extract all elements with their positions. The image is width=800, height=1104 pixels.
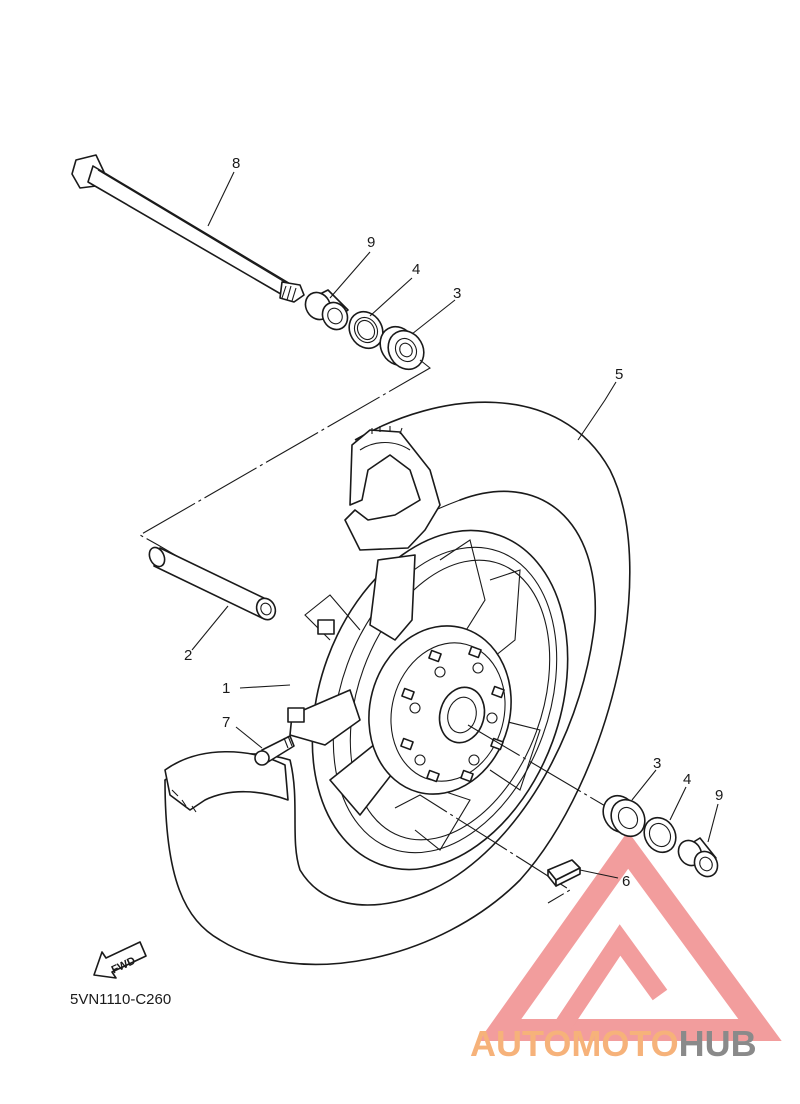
oil-seal-top bbox=[348, 310, 384, 350]
tire-valve bbox=[254, 735, 295, 766]
callout-1: 1 bbox=[222, 680, 230, 697]
callout-6: 6 bbox=[622, 873, 630, 890]
cast-wheel bbox=[287, 529, 569, 871]
callout-4-bottom: 4 bbox=[683, 771, 691, 788]
callout-2: 2 bbox=[184, 647, 192, 664]
collar-bottom bbox=[677, 837, 719, 878]
leader-lines bbox=[191, 171, 719, 879]
fwd-arrow-icon: FWD bbox=[93, 941, 147, 979]
watermark-text: AUTOMOTOHUB bbox=[470, 1023, 757, 1064]
callout-8: 8 bbox=[232, 155, 240, 172]
callout-3-bottom: 3 bbox=[653, 755, 661, 772]
bearing-top bbox=[379, 325, 425, 371]
watermark-word-automoto: AUTOMOTO bbox=[470, 1023, 679, 1064]
callout-9-bottom: 9 bbox=[715, 787, 723, 804]
callout-9-top: 9 bbox=[367, 234, 375, 251]
callout-7: 7 bbox=[222, 714, 230, 731]
callout-5: 5 bbox=[615, 366, 623, 383]
spacer bbox=[148, 546, 277, 621]
bearing-bottom bbox=[602, 794, 646, 838]
collar-top bbox=[304, 289, 349, 331]
balance-weight bbox=[547, 859, 581, 887]
callout-3-top: 3 bbox=[453, 285, 461, 302]
watermark-logo bbox=[478, 831, 782, 1041]
watermark-word-hub: HUB bbox=[679, 1023, 757, 1064]
diagram-code: 5VN1110-C260 bbox=[70, 991, 171, 1008]
callout-4-top: 4 bbox=[412, 261, 420, 278]
front-axle bbox=[71, 154, 305, 303]
oil-seal-bottom bbox=[643, 816, 677, 854]
